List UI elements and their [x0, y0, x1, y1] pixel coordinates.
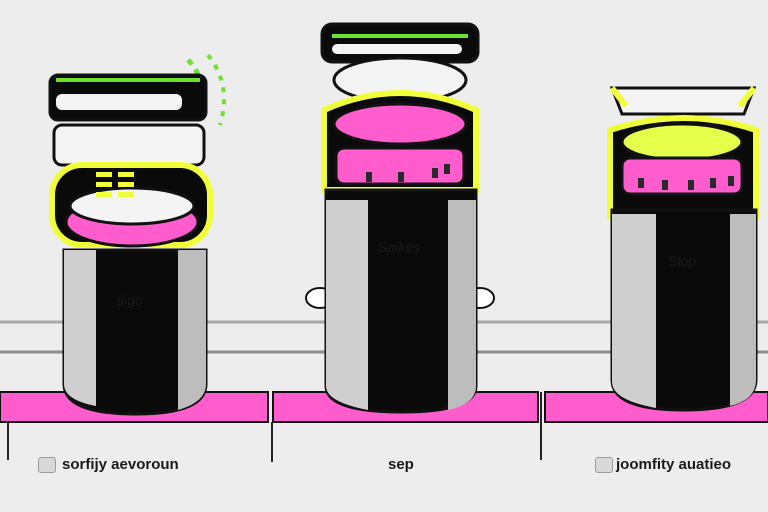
canister-right-label: Slop — [668, 253, 697, 269]
canister-right — [607, 86, 759, 412]
vent-holes — [366, 164, 450, 182]
canister-middle-label: Spikes — [378, 239, 421, 255]
body-sheen-left — [64, 250, 96, 406]
canister-middle — [305, 22, 495, 414]
sparkle-left-2 — [206, 53, 226, 126]
lid-top — [320, 22, 480, 64]
pink-dome — [332, 102, 468, 146]
body-sheen-right — [730, 214, 756, 406]
lid-top — [609, 86, 757, 116]
body-sheen-right — [178, 250, 206, 410]
caption-left-swatch — [38, 457, 56, 473]
pink-band — [620, 156, 744, 196]
caption-left: sorfijy aevoroun — [62, 456, 179, 473]
caption-right: joomfity auatieo — [616, 456, 732, 473]
vent-holes — [638, 176, 734, 190]
caption-middle: sep — [388, 456, 414, 473]
body-sheen-left — [326, 200, 368, 410]
body-sheen-right — [448, 200, 476, 410]
canister-left-label: sigo — [117, 292, 143, 308]
lid-trim-left — [609, 86, 629, 108]
lime-dome — [620, 122, 744, 162]
lid-band — [52, 123, 206, 167]
lid-highlight — [332, 44, 462, 54]
vent-marks — [96, 172, 134, 197]
canister-left — [48, 53, 226, 416]
body-sheen-left — [612, 214, 656, 408]
caption-right-swatch — [595, 457, 613, 473]
lid-trim-right — [737, 86, 757, 108]
lid-highlight — [56, 94, 182, 110]
